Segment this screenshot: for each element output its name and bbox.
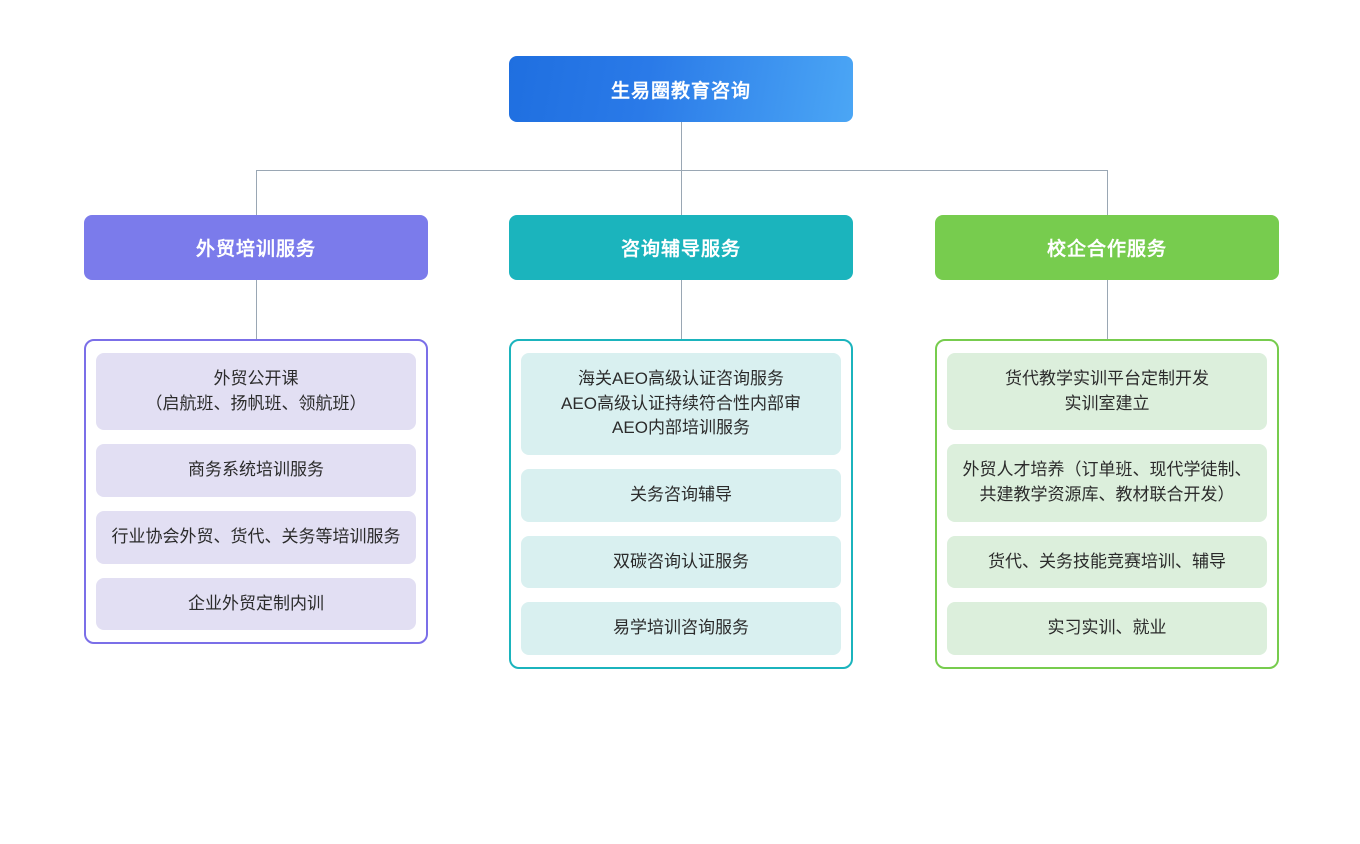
list-item[interactable]: 双碳咨询认证服务: [521, 535, 841, 589]
branch-header-label: 咨询辅导服务: [620, 239, 741, 260]
branch-header-label: 外贸培训服务: [195, 239, 316, 260]
branch-header-consulting-guidance[interactable]: 咨询辅导服务: [509, 215, 853, 280]
branch-consulting-guidance: 咨询辅导服务 海关AEO高级认证咨询服务 AEO高级认证持续符合性内部审 AEO…: [509, 215, 853, 669]
connector-branch-1-drop: [256, 170, 257, 215]
root-node-label: 生易圈教育咨询: [610, 80, 751, 102]
connector-branch-3-body: [1107, 280, 1108, 340]
branch-school-enterprise-cooperation: 校企合作服务 货代教学实训平台定制开发 实训室建立 外贸人才培养（订单班、现代学…: [935, 215, 1279, 669]
branch-body-consulting-guidance: 海关AEO高级认证咨询服务 AEO高级认证持续符合性内部审 AEO内部培训服务 …: [509, 339, 853, 669]
connector-branch-2-drop: [681, 170, 682, 215]
connector-root-stem: [681, 122, 682, 170]
branch-header-label: 校企合作服务: [1046, 239, 1167, 260]
list-item[interactable]: 货代教学实训平台定制开发 实训室建立: [947, 353, 1267, 431]
connector-branch-3-drop: [1107, 170, 1108, 215]
branch-header-foreign-trade-training[interactable]: 外贸培训服务: [84, 215, 428, 280]
list-item[interactable]: 行业协会外贸、货代、关务等培训服务: [96, 510, 416, 564]
branch-header-school-enterprise-cooperation[interactable]: 校企合作服务: [935, 215, 1279, 280]
list-item[interactable]: 易学培训咨询服务: [521, 602, 841, 655]
list-item[interactable]: 海关AEO高级认证咨询服务 AEO高级认证持续符合性内部审 AEO内部培训服务: [521, 353, 841, 455]
branch-foreign-trade-training: 外贸培训服务 外贸公开课 （启航班、扬帆班、领航班） 商务系统培训服务 行业协会…: [84, 215, 428, 645]
branch-body-foreign-trade-training: 外贸公开课 （启航班、扬帆班、领航班） 商务系统培训服务 行业协会外贸、货代、关…: [84, 339, 428, 645]
list-item[interactable]: 外贸公开课 （启航班、扬帆班、领航班）: [96, 353, 416, 431]
list-item[interactable]: 货代、关务技能竞赛培训、辅导: [947, 535, 1267, 589]
list-item[interactable]: 商务系统培训服务: [96, 444, 416, 497]
connector-horizontal-bus: [256, 170, 1108, 171]
connector-branch-2-body: [681, 280, 682, 340]
connector-branch-1-body: [256, 280, 257, 340]
branch-body-school-enterprise-cooperation: 货代教学实训平台定制开发 实训室建立 外贸人才培养（订单班、现代学徒制、共建教学…: [935, 339, 1279, 669]
list-item[interactable]: 关务咨询辅导: [521, 468, 841, 522]
root-node[interactable]: 生易圈教育咨询: [509, 56, 853, 122]
list-item[interactable]: 实习实训、就业: [947, 602, 1267, 655]
list-item[interactable]: 外贸人才培养（订单班、现代学徒制、共建教学资源库、教材联合开发）: [947, 444, 1267, 522]
list-item[interactable]: 企业外贸定制内训: [96, 577, 416, 631]
